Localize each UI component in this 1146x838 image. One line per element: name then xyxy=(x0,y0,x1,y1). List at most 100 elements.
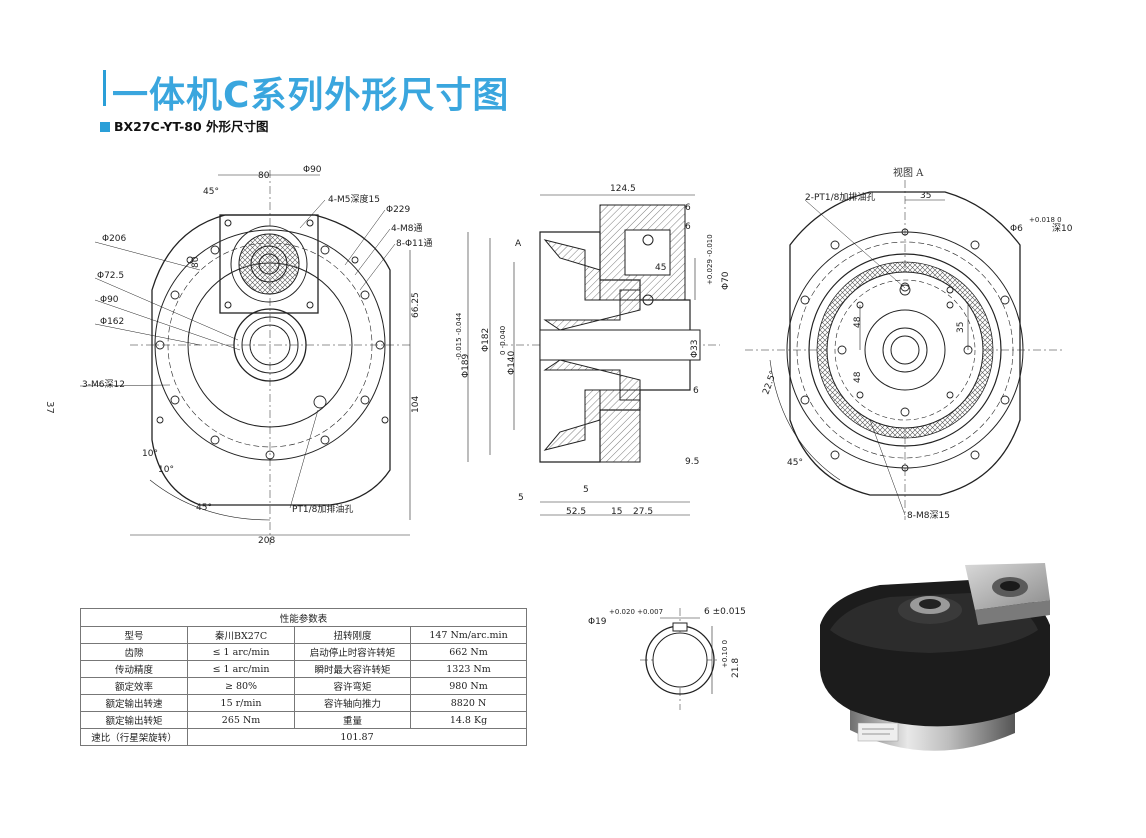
svg-text:35: 35 xyxy=(956,322,966,333)
table-row: 额定输出转矩 265 Nm 重量 14.8 Kg xyxy=(79,711,527,729)
svg-text:深10: 深10 xyxy=(1052,223,1073,234)
table-row: 齿隙 ≤ 1 arc/min 启动停止时容许转矩 662 Nm xyxy=(79,643,527,661)
spec-table-caption: 性能参数表 xyxy=(80,608,527,627)
table-cell: 容许弯矩 xyxy=(294,677,412,695)
svg-text:80: 80 xyxy=(191,256,201,268)
table-row: 额定效率 ≥ 80% 容许弯矩 980 Nm xyxy=(79,677,527,695)
table-cell: 型号 xyxy=(79,626,189,644)
svg-text:9.5: 9.5 xyxy=(685,457,699,467)
svg-text:Φ229: Φ229 xyxy=(386,205,411,215)
subtitle-text: BX27C-YT-80 外形尺寸图 xyxy=(114,119,269,134)
svg-text:PT1/8加排油孔: PT1/8加排油孔 xyxy=(292,503,353,515)
svg-text:6: 6 xyxy=(685,222,691,232)
svg-text:45°: 45° xyxy=(203,187,219,197)
section-marker: A xyxy=(515,239,522,249)
table-cell: 重量 xyxy=(294,711,412,729)
svg-text:124.5: 124.5 xyxy=(610,184,636,194)
svg-text:35: 35 xyxy=(920,191,931,201)
table-cell: 额定输出转矩 xyxy=(79,711,189,729)
table-cell: 1323 Nm xyxy=(410,660,527,678)
table-cell: 662 Nm xyxy=(410,643,527,661)
svg-text:48: 48 xyxy=(853,316,863,328)
table-row: 传动精度 ≤ 1 arc/min 瞬时最大容许转矩 1323 Nm xyxy=(79,660,527,678)
ratio-label: 速比（行星架旋转） xyxy=(79,728,189,746)
svg-text:Φ19: Φ19 xyxy=(588,617,607,627)
table-cell: 14.8 Kg xyxy=(410,711,527,729)
table-row: 速比（行星架旋转） 101.87 xyxy=(79,728,527,746)
svg-text:0 -0.040: 0 -0.040 xyxy=(499,326,507,355)
svg-text:66.25: 66.25 xyxy=(411,292,421,318)
table-cell: 瞬时最大容许转矩 xyxy=(294,660,412,678)
svg-text:Φ162: Φ162 xyxy=(100,317,124,327)
ratio-value: 101.87 xyxy=(187,728,527,746)
svg-text:8-Φ11通: 8-Φ11通 xyxy=(396,238,433,249)
svg-text:Φ206: Φ206 xyxy=(102,234,127,244)
rear-view-dims: 视图 A 2-PT1/8加排油孔 35 +0.018 0 Φ6 深10 35 4… xyxy=(761,166,1072,521)
svg-text:10°: 10° xyxy=(158,465,174,475)
svg-text:6 ±0.015: 6 ±0.015 xyxy=(704,607,746,617)
svg-text:45: 45 xyxy=(655,263,666,273)
view-a-label: 视图 A xyxy=(893,166,924,179)
side-view-dims: 124.5 6 6 45 +0.029 -0.010 Φ70 -0.015 -0… xyxy=(455,184,731,517)
svg-text:10°: 10° xyxy=(142,449,158,459)
svg-text:52.5: 52.5 xyxy=(566,507,586,517)
table-cell: ≤ 1 arc/min xyxy=(187,643,296,661)
table-cell: 容许轴向推力 xyxy=(294,694,412,712)
table-row: 额定输出转速 15 r/min 容许轴向推力 8820 N xyxy=(79,694,527,712)
table-cell: 齿隙 xyxy=(79,643,189,661)
table-cell: 传动精度 xyxy=(79,660,189,678)
front-view xyxy=(79,170,411,545)
svg-text:208: 208 xyxy=(258,536,275,546)
svg-text:+0.018 0: +0.018 0 xyxy=(1029,216,1062,224)
svg-text:21.8: 21.8 xyxy=(731,658,741,678)
table-cell: 启动停止时容许转矩 xyxy=(294,643,412,661)
page-title: 一体机C系列外形尺寸图 xyxy=(112,75,510,116)
table-cell: 额定输出转速 xyxy=(79,694,189,712)
title-accent-bar xyxy=(103,70,106,106)
svg-text:Φ70: Φ70 xyxy=(721,271,731,290)
svg-text:6: 6 xyxy=(693,386,699,396)
rear-view xyxy=(745,180,1065,520)
svg-text:27.5: 27.5 xyxy=(633,507,653,517)
svg-text:Φ90: Φ90 xyxy=(100,295,119,305)
svg-text:2-PT1/8加排油孔: 2-PT1/8加排油孔 xyxy=(805,191,875,203)
svg-text:4-M8通: 4-M8通 xyxy=(391,223,422,234)
svg-text:45°: 45° xyxy=(196,503,212,513)
table-row: 型号 秦川BX27C 扭转刚度 147 Nm/arc.min xyxy=(79,626,527,644)
product-photo xyxy=(820,563,1050,751)
svg-text:Φ189: Φ189 xyxy=(461,353,471,378)
svg-text:6: 6 xyxy=(685,203,691,213)
side-view xyxy=(467,194,720,516)
svg-text:45°: 45° xyxy=(787,458,803,468)
spec-table: 性能参数表 型号 秦川BX27C 扭转刚度 147 Nm/arc.min 齿隙 … xyxy=(79,608,527,746)
svg-text:Φ6: Φ6 xyxy=(1010,224,1023,234)
svg-text:5: 5 xyxy=(583,485,589,495)
table-cell: 15 r/min xyxy=(187,694,296,712)
section-subtitle: BX27C-YT-80 外形尺寸图 xyxy=(100,116,269,135)
svg-text:48: 48 xyxy=(853,371,863,383)
table-cell: ≤ 1 arc/min xyxy=(187,660,296,678)
table-cell: 980 Nm xyxy=(410,677,527,695)
svg-text:8-M8深15: 8-M8深15 xyxy=(907,510,950,521)
svg-text:5: 5 xyxy=(518,493,524,503)
svg-text:4-M5深度15: 4-M5深度15 xyxy=(328,193,380,205)
svg-text:+0.020 +0.007: +0.020 +0.007 xyxy=(609,608,663,616)
front-view-dims: 80 Φ90 45° 4-M5深度15 Φ229 4-M8通 8-Φ11通 Φ2… xyxy=(82,165,433,546)
table-cell: 扭转刚度 xyxy=(294,626,412,644)
svg-text:Φ182: Φ182 xyxy=(481,328,491,352)
svg-text:+0.029 -0.010: +0.029 -0.010 xyxy=(706,234,714,285)
shaft-section-dims: +0.020 +0.007 Φ19 6 ±0.015 +0.10 0 21.8 xyxy=(588,607,746,678)
svg-text:Φ90: Φ90 xyxy=(303,165,322,175)
svg-text:-0.015 -0.044: -0.015 -0.044 xyxy=(455,312,463,360)
svg-text:3-M6深12: 3-M6深12 xyxy=(82,379,125,390)
table-cell: ≥ 80% xyxy=(187,677,296,695)
table-cell: 147 Nm/arc.min xyxy=(410,626,527,644)
svg-text:+0.10 0: +0.10 0 xyxy=(721,640,729,668)
svg-text:80: 80 xyxy=(258,171,270,181)
subtitle-square-icon xyxy=(100,122,110,132)
svg-text:15: 15 xyxy=(611,507,622,517)
svg-text:104: 104 xyxy=(411,396,421,413)
table-cell: 额定效率 xyxy=(79,677,189,695)
table-cell: 265 Nm xyxy=(187,711,296,729)
